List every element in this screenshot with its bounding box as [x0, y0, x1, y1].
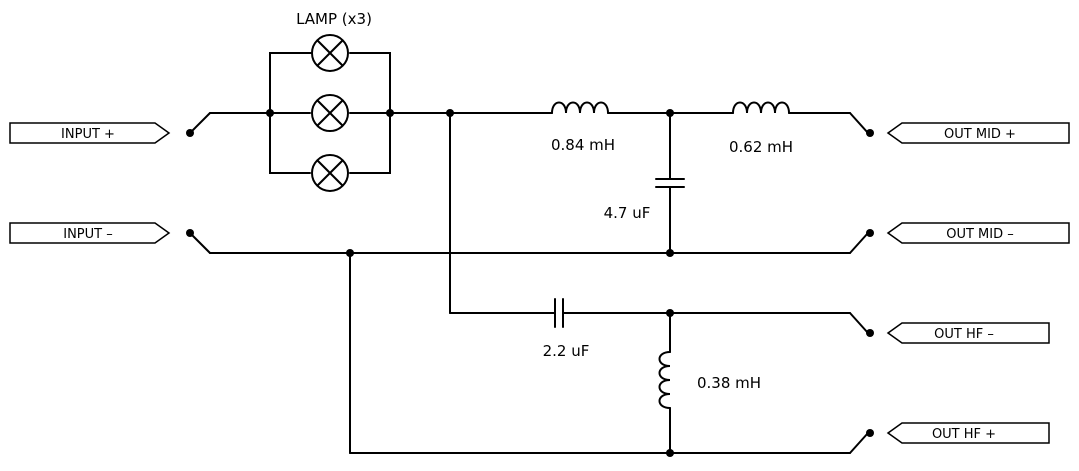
port-out-hf-minus-label: OUT HF –	[934, 327, 994, 342]
inductor-hf-symbol	[658, 351, 671, 409]
port-out-mid-minus: OUT MID –	[886, 222, 1070, 244]
lamp-bank: LAMP (x3)	[266, 10, 394, 192]
port-out-hf-plus: OUT HF +	[886, 422, 1050, 444]
port-input-minus-label: INPUT –	[63, 227, 113, 242]
capacitor-mid: 4.7 uF	[604, 112, 685, 254]
port-out-hf-plus-label: OUT HF +	[932, 427, 996, 442]
inductor-2-symbol	[732, 101, 790, 114]
lamp-top	[311, 34, 349, 72]
lamp-bottom	[311, 154, 349, 192]
port-out-hf-minus: OUT HF –	[886, 322, 1050, 344]
inductor-2-label: 0.62 mH	[729, 138, 793, 156]
port-input-minus: INPUT –	[9, 222, 171, 244]
inductor-1-label: 0.84 mH	[551, 136, 615, 154]
hf-branch: 2.2 uF 0.38 mH	[349, 112, 874, 457]
port-input-plus: INPUT +	[9, 122, 171, 144]
inductor-hf-label: 0.38 mH	[697, 374, 761, 392]
positive-rail: 0.84 mH 0.62 mH	[209, 101, 874, 156]
input-switches	[186, 112, 211, 254]
lamp-label: LAMP (x3)	[296, 10, 372, 28]
port-out-mid-plus: OUT MID +	[886, 122, 1070, 144]
port-out-mid-minus-label: OUT MID –	[946, 227, 1014, 242]
port-input-plus-label: INPUT +	[61, 127, 115, 142]
port-out-mid-plus-label: OUT MID +	[944, 127, 1016, 142]
inductor-1-symbol	[551, 101, 609, 114]
lamp-middle	[311, 94, 349, 132]
capacitor-mid-label: 4.7 uF	[604, 204, 651, 222]
negative-rail	[209, 229, 874, 257]
capacitor-hf-label: 2.2 uF	[543, 342, 590, 360]
